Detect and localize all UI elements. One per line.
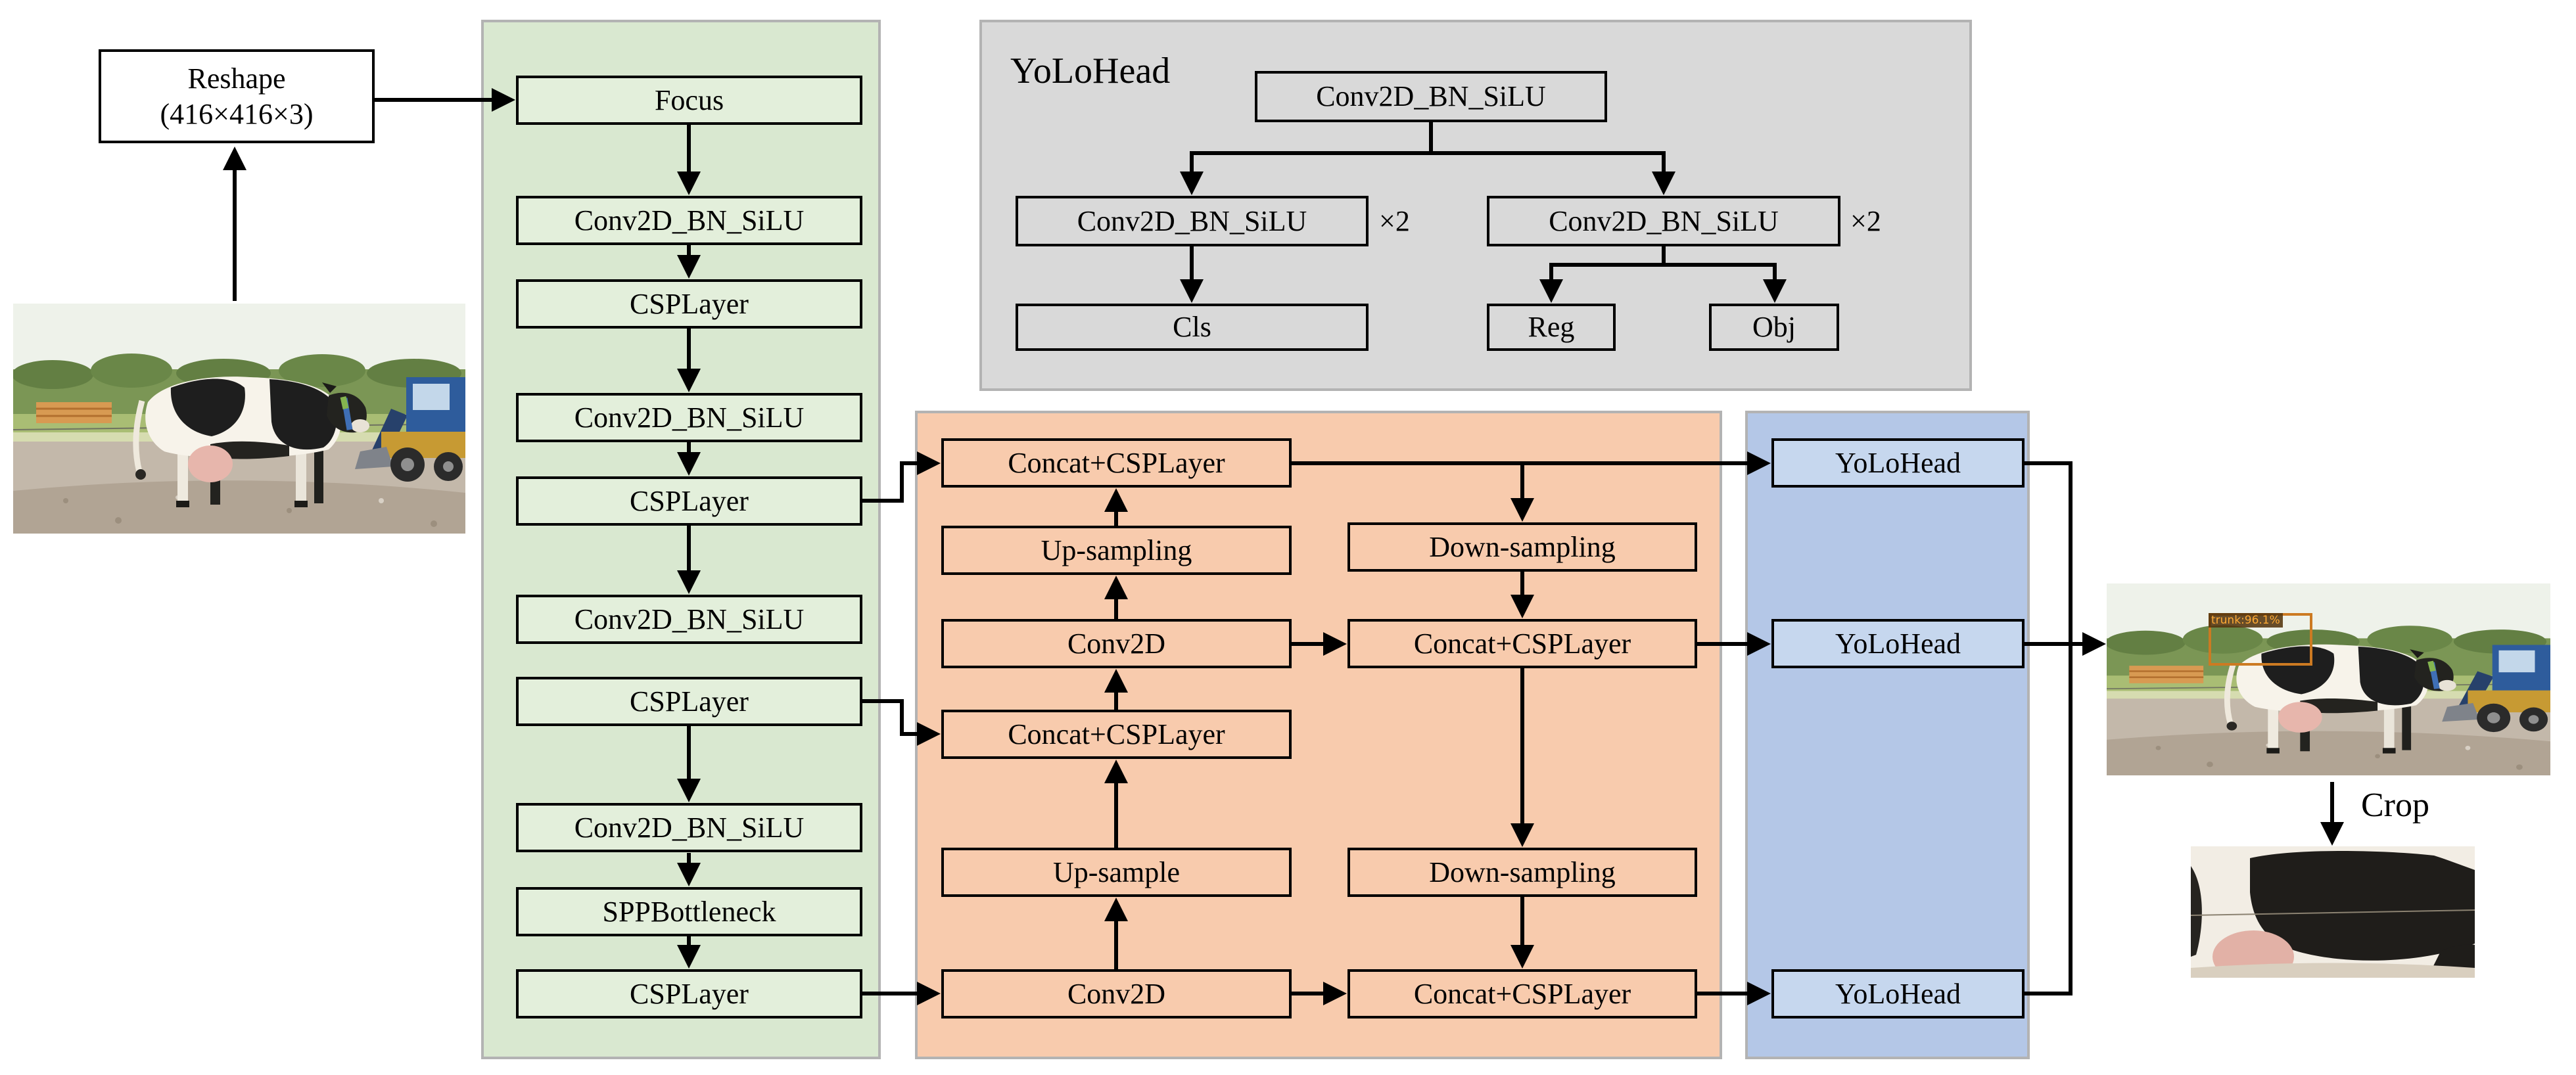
legend-conv-left: Conv2D_BN_SiLU [1016,196,1369,246]
backbone-box-csp2: CSPLayer [516,476,862,526]
cow-trunk-graphic [2191,846,2475,978]
yolohead-box-bottom: YoLoHead [1771,969,2025,1018]
neck-downsampling-top: Down-sampling [1347,522,1697,572]
backbone-box-conv2: Conv2D_BN_SiLU [516,393,862,442]
input-photo [13,304,465,534]
neck-conv2d-mid: Conv2D [941,619,1292,668]
farm-scene-graphic [13,304,465,534]
detection-bbox-label: trunk:96.1% [2209,613,2283,628]
neck-upsampling: Up-sampling [941,526,1292,575]
backbone-box-csp4: CSPLayer [516,969,862,1018]
neck-concat-midright: Concat+CSPLayer [1347,619,1697,668]
yolohead-box-middle: YoLoHead [1771,619,2025,668]
reshape-dims: (416×416×3) [160,97,314,130]
farm-scene-graphic [2107,583,2550,775]
neck-concat-top: Concat+CSPLayer [941,438,1292,488]
backbone-box-csp3: CSPLayer [516,677,862,726]
reshape-label: Reshape [187,62,286,95]
backbone-box-spp: SPPBottleneck [516,887,862,936]
backbone-box-focus: Focus [516,76,862,125]
legend-conv-right: Conv2D_BN_SiLU [1487,196,1840,246]
backbone-box-conv3: Conv2D_BN_SiLU [516,595,862,644]
neck-concat-midleft: Concat+CSPLayer [941,710,1292,759]
legend-conv-top: Conv2D_BN_SiLU [1255,71,1607,122]
backbone-box-conv1: Conv2D_BN_SiLU [516,196,862,245]
legend-mult-left: ×2 [1379,205,1410,237]
yolohead-box-top: YoLoHead [1771,438,2025,488]
backbone-box-csp1: CSPLayer [516,279,862,329]
legend-cls-box: Cls [1016,304,1369,351]
legend-mult-right: ×2 [1850,205,1881,237]
legend-obj-box: Obj [1709,304,1839,351]
legend-reg-box: Reg [1487,304,1616,351]
connector [2025,461,2073,644]
neck-concat-bottom: Concat+CSPLayer [1347,969,1697,1018]
neck-conv2d-bottom: Conv2D [941,969,1292,1018]
legend-title: YoLoHead [1010,51,1171,91]
neck-downsampling-bottom: Down-sampling [1347,848,1697,897]
neck-upsample: Up-sample [941,848,1292,897]
crop-label: Crop [2361,787,2429,824]
connector [2025,644,2073,995]
cropped-trunk-photo [2191,846,2475,978]
reshape-box: Reshape (416×416×3) [99,49,375,143]
head-panel [1745,411,2030,1059]
output-photo: trunk:96.1% [2107,583,2550,775]
backbone-box-conv4: Conv2D_BN_SiLU [516,803,862,852]
